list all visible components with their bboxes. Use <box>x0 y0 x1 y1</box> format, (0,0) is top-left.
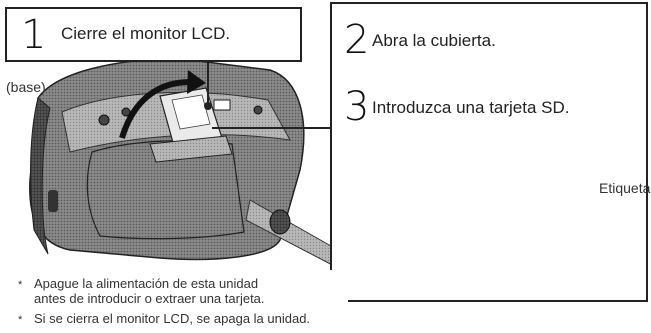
step-1-text: Cierre el monitor LCD. <box>61 24 231 43</box>
step-3-number: 3 <box>344 84 370 130</box>
step-1-box: 1 Cierre el monitor LCD. <box>5 7 302 62</box>
note-marker: * <box>18 279 23 291</box>
note-line: antes de introducir o extraer una tarjet… <box>34 291 265 306</box>
camcorder-base-illustration <box>29 57 339 269</box>
note-overlap-mask <box>328 270 348 310</box>
base-label: (base) <box>6 79 46 95</box>
note-line: Apague la alimentación de esta unidad <box>34 276 259 291</box>
steps-2-3-box: 2 Abra la cubierta. 3 Introduzca una tar… <box>330 2 648 302</box>
note-power-off: * Apague la alimentación de esta unidad a… <box>18 277 265 306</box>
step-2-3-connector <box>212 127 332 129</box>
note-line: Si se cierra el monitor LCD, se apaga la… <box>34 311 311 326</box>
step-3-text: Introduzca una tarjeta SD. <box>372 98 570 117</box>
etiqueta-label: Etiqueta <box>599 180 651 196</box>
step-2-number: 2 <box>344 17 370 63</box>
step-1-number: 1 <box>21 12 47 58</box>
note-lcd-close: * Si se cierra el monitor LCD, se apaga l… <box>18 312 310 327</box>
note-marker: * <box>18 314 23 326</box>
step-1-connector <box>204 60 212 110</box>
step-2-text: Abra la cubierta. <box>372 31 496 50</box>
